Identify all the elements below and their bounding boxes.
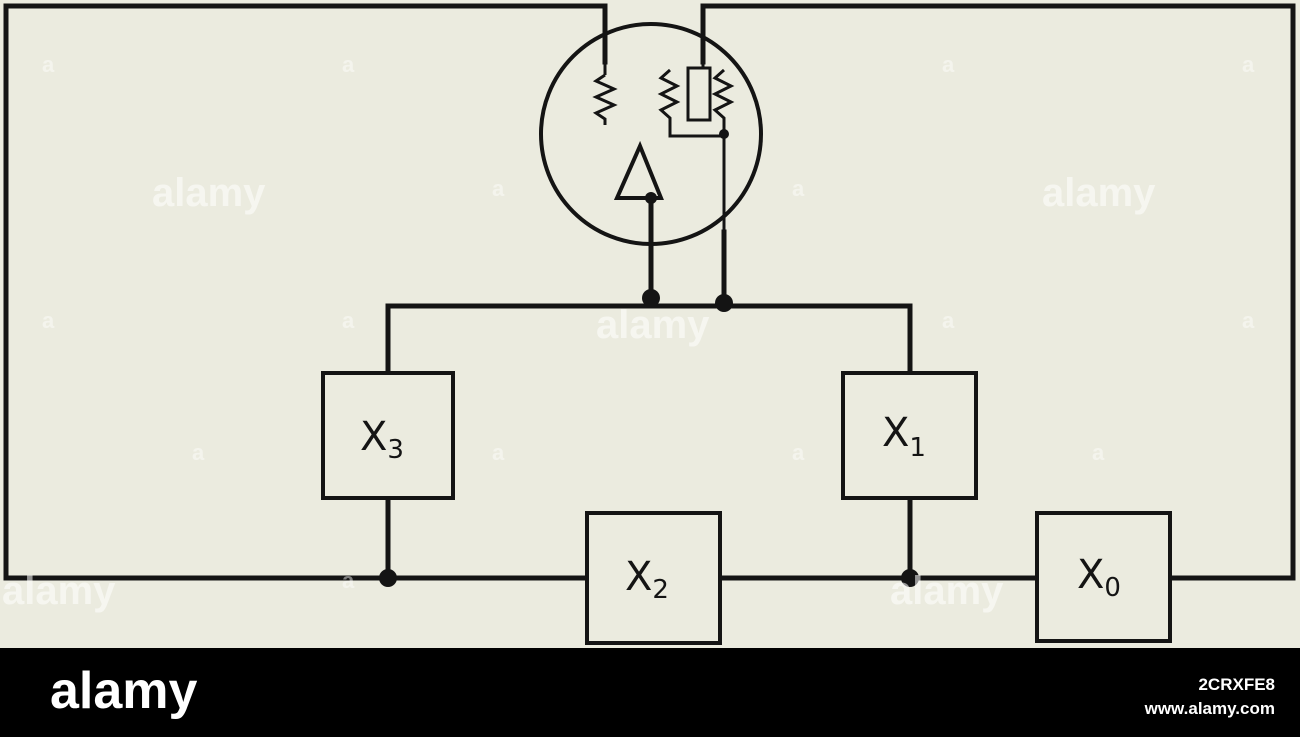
- box-x0: [1035, 511, 1172, 643]
- junction-node-right: [715, 294, 733, 312]
- filament-right-icon: [711, 68, 735, 232]
- watermark-mark: a: [342, 52, 355, 77]
- watermark-mark: a: [942, 308, 955, 333]
- watermark-mark: a: [342, 568, 355, 593]
- watermark-mark: a: [492, 440, 505, 465]
- tube-envelope: [539, 22, 763, 246]
- watermark-mark: a: [42, 52, 55, 77]
- watermark-mark: a: [792, 176, 805, 201]
- plate-electrode-icon: [686, 66, 712, 122]
- watermark-text: alamy: [890, 569, 1004, 613]
- watermark-mark: a: [342, 308, 355, 333]
- watermark-mark: a: [1092, 440, 1105, 465]
- watermark-mark: a: [1242, 52, 1255, 77]
- watermark-mark: a: [942, 52, 955, 77]
- junction-node-x3: [379, 569, 397, 587]
- footer-logo: alamy: [50, 662, 198, 720]
- label-x1: X1: [882, 410, 926, 463]
- watermark-text: alamy: [152, 171, 266, 215]
- footer-bar: [0, 648, 1300, 737]
- watermark-text: alamy: [1042, 171, 1156, 215]
- box-x3: [321, 371, 455, 500]
- watermark-text: alamy: [596, 303, 710, 347]
- wire-right-loop: [700, 3, 1296, 581]
- junction-heater: [719, 129, 729, 139]
- label-x3: X3: [360, 414, 404, 465]
- watermark-text: alamy: [2, 569, 116, 613]
- watermark-mark: a: [192, 440, 205, 465]
- box-x1: [841, 371, 978, 500]
- watermark-mark: a: [1242, 308, 1255, 333]
- filament-left-icon: [592, 73, 618, 125]
- junction-cathode: [645, 192, 657, 204]
- triangle-cathode-icon: [613, 140, 664, 200]
- junction-node-center: [642, 289, 660, 307]
- watermark-mark: a: [42, 308, 55, 333]
- label-x2: X2: [625, 554, 669, 605]
- watermark-mark: a: [792, 440, 805, 465]
- junction-node-x1: [901, 569, 919, 587]
- footer-image-id: 2CRXFE8: [1198, 675, 1275, 694]
- watermark-mark: a: [492, 176, 505, 201]
- filament-middle-icon: [657, 68, 724, 138]
- footer-site: www.alamy.com: [1144, 699, 1275, 718]
- box-x2: [585, 511, 722, 645]
- label-x0: X0: [1077, 552, 1121, 603]
